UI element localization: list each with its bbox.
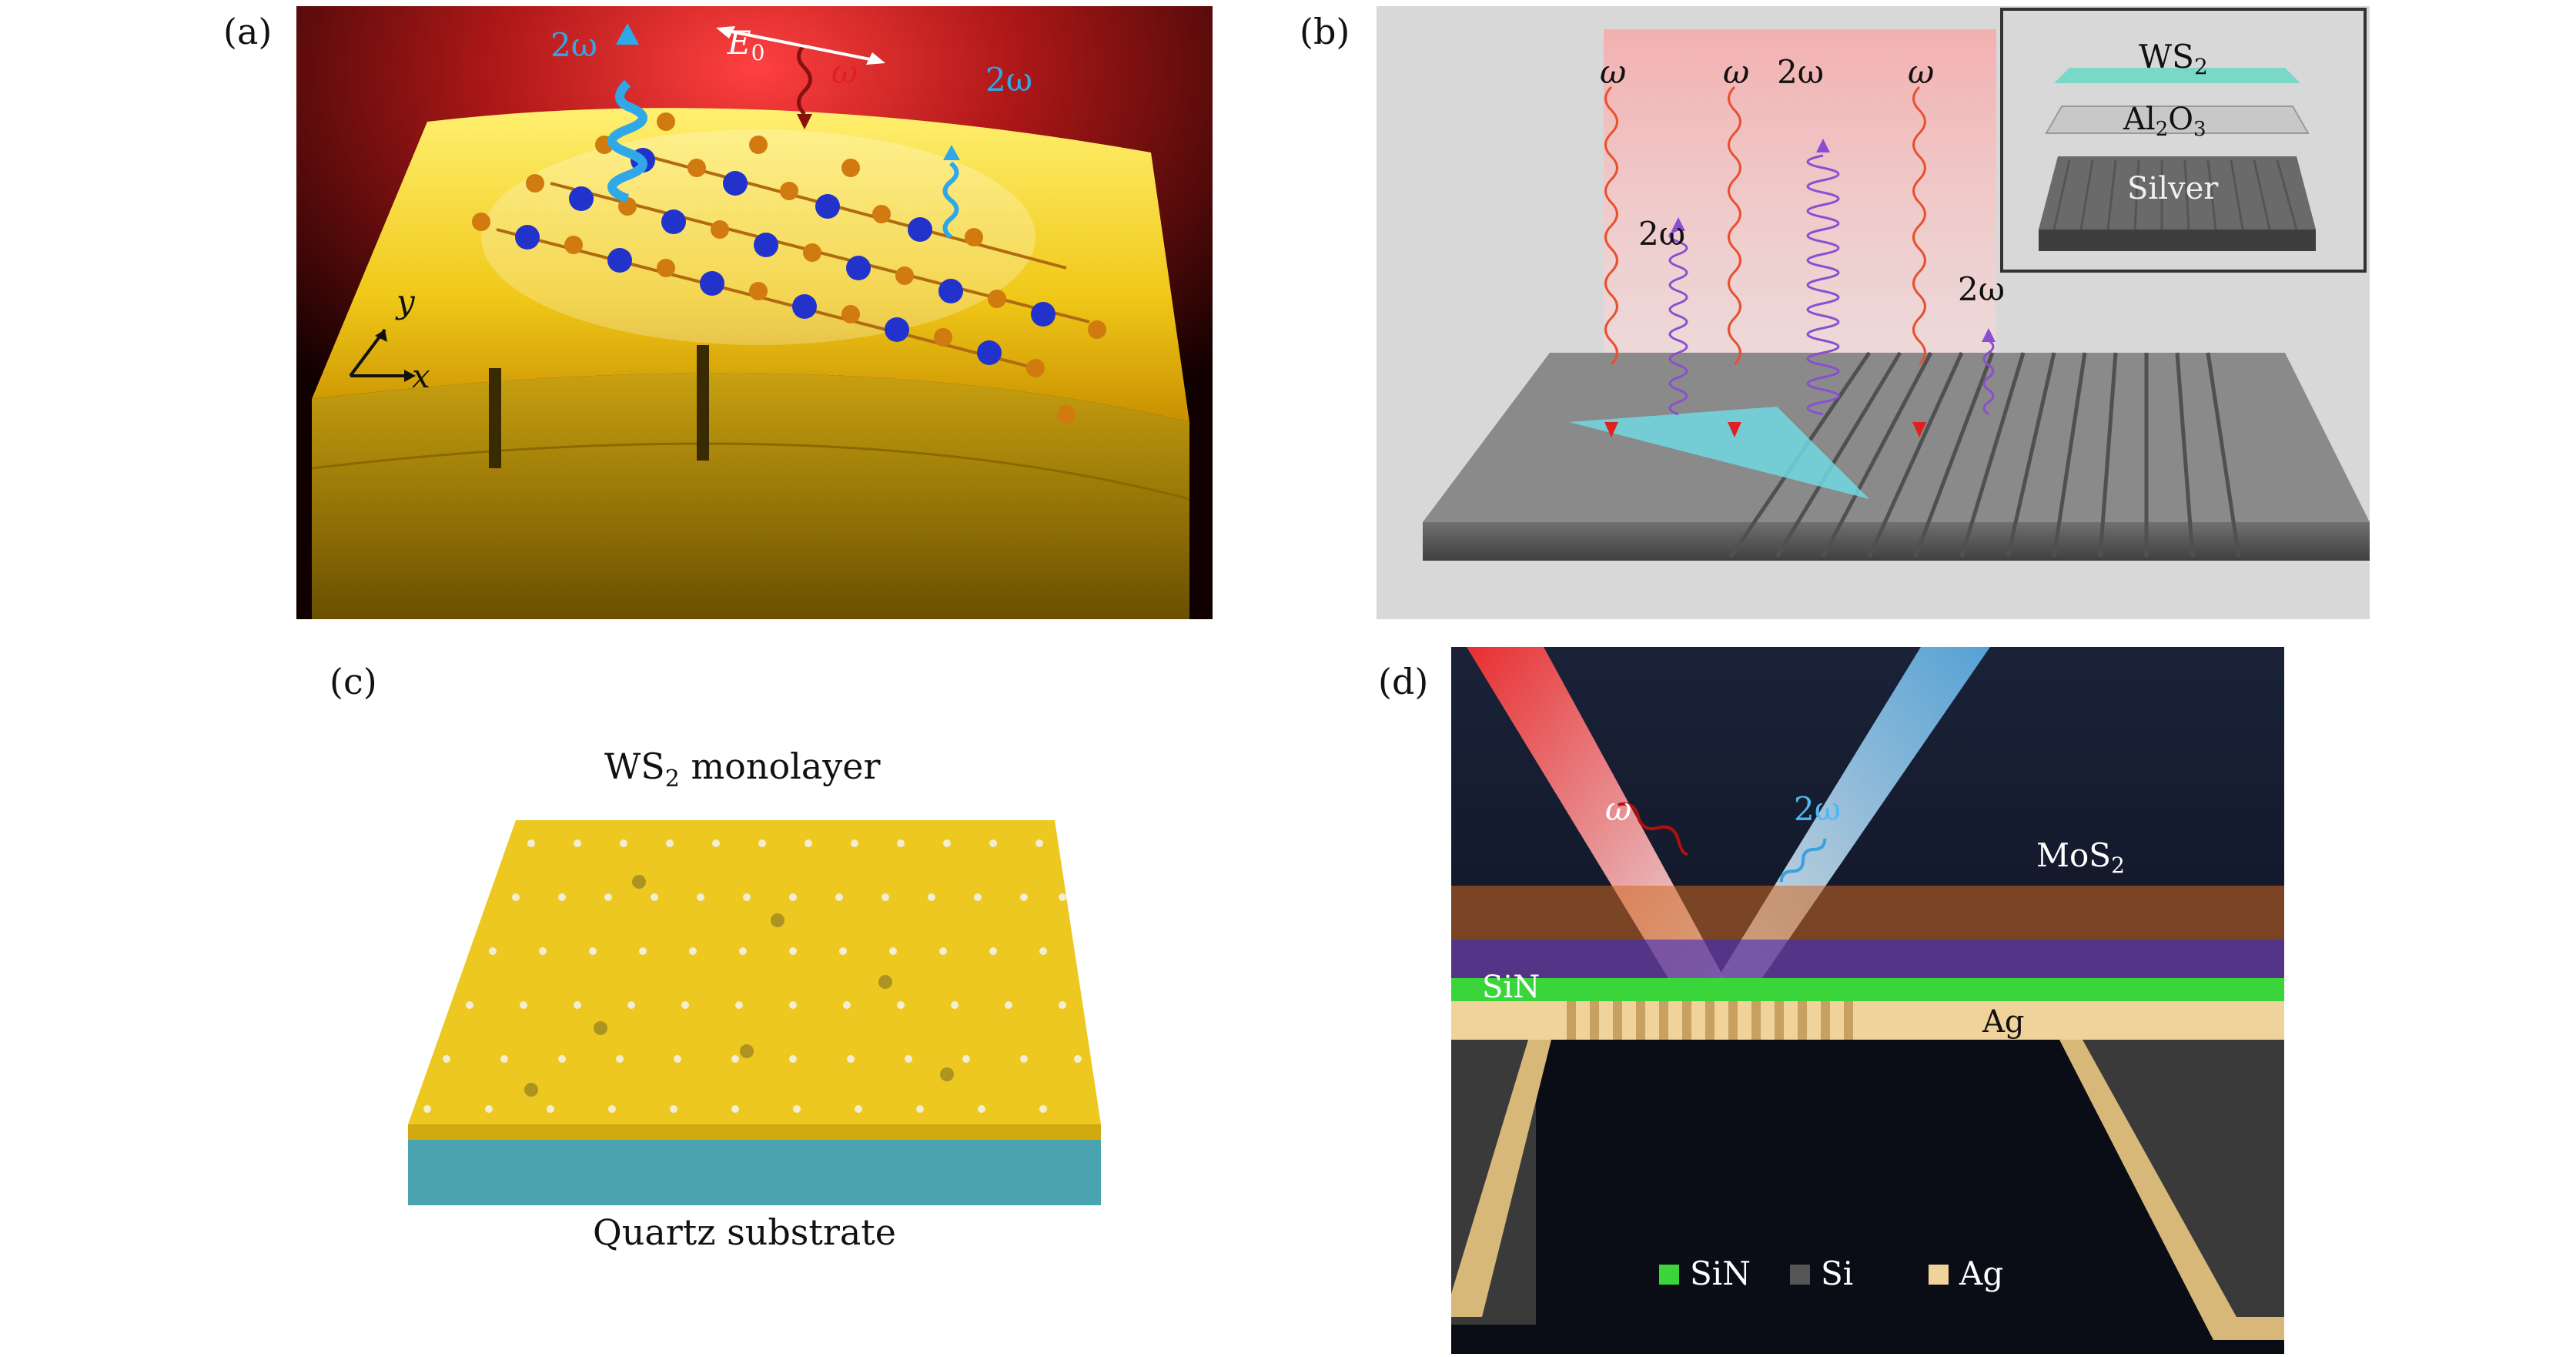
ws2-flake (1569, 407, 1869, 499)
panel-label-b: (b) (1300, 11, 1350, 52)
sin-label: SiN (1482, 970, 1540, 1005)
omega-wave (1618, 802, 1688, 856)
omega-label: ω (1605, 790, 1631, 828)
panel-d-illustration: ω 2ω MoS2 SiN Ag SiN Si Ag (1451, 647, 2284, 1354)
omega-label: ω (1723, 53, 1749, 91)
panel-a-illustration: y x E0 ω 2ω 2ω (296, 6, 1213, 619)
panel-c-illustration (408, 797, 1116, 1213)
sh-label: 2ω (1794, 790, 1841, 828)
purple-wave (1982, 339, 1995, 416)
legend-swatch-si (1790, 1265, 1810, 1285)
sh-wave-left (607, 79, 647, 203)
mos2-label: MoS2 (2036, 836, 2125, 878)
silver-slab-top (1423, 353, 2370, 522)
inset-silver-label: Silver (2127, 171, 2219, 206)
panel-b-illustration: ω ω 2ω ω 2ω 2ω WS2 Al2O3 Silver (1377, 6, 2370, 619)
panel-label-c: (c) (330, 661, 377, 702)
red-wave (1728, 85, 1741, 366)
gold-plate-side (312, 373, 1189, 619)
legend-swatch-ag (1929, 1265, 1949, 1285)
field-label: E0 (727, 24, 765, 65)
slit (489, 368, 501, 468)
omega-label: ω (831, 53, 858, 91)
legend-swatch-sin (1659, 1265, 1679, 1285)
incident-wave (797, 43, 812, 116)
quartz-substrate-label: Quartz substrate (593, 1211, 896, 1253)
grating (1728, 351, 2241, 558)
inset-al2o3-label: Al2O3 (2123, 102, 2206, 141)
sin-layer (1451, 978, 2284, 1001)
sh-label-left: 2ω (550, 26, 597, 64)
axis-y-label: y (395, 283, 416, 320)
atom-grid (423, 839, 1082, 1113)
axis-x-label: x (412, 357, 430, 395)
sh-label: 2ω (1638, 215, 1685, 253)
ag-label: Ag (1982, 1004, 2025, 1040)
inset-ws2-label: WS2 (2139, 38, 2208, 79)
purple-wave (1668, 228, 1688, 416)
omega-label: ω (1908, 53, 1934, 91)
polarization-arrow (719, 28, 882, 63)
layer-stack-inset (2000, 8, 2367, 273)
ws2-monolayer-title: WS2 monolayer (604, 746, 881, 793)
legend-label-si: Si (1821, 1255, 1853, 1292)
sh-label-right: 2ω (985, 61, 1032, 99)
red-wave (1604, 85, 1618, 366)
purple-wave (1806, 154, 1840, 416)
ws2-top-surface (408, 820, 1101, 1124)
legend-label-ag: Ag (1959, 1255, 2003, 1292)
sh-label: 2ω (1958, 270, 2005, 308)
ws2-lattice (472, 112, 1106, 424)
panel-label-a: (a) (223, 11, 273, 52)
silver-slab-side (1423, 522, 2370, 561)
sh-wave (1779, 838, 1827, 883)
mos2-lattice (1451, 886, 2284, 978)
red-wave (1912, 85, 1926, 366)
legend: SiN Si Ag (1659, 1255, 2003, 1292)
ag-layer (1451, 1001, 2284, 1040)
legend-label-sin: SiN (1690, 1255, 1751, 1292)
panel-label-d: (d) (1378, 661, 1429, 702)
omega-label: ω (1600, 53, 1626, 91)
slit (697, 345, 709, 461)
sh-label: 2ω (1777, 53, 1824, 91)
quartz-substrate-layer (408, 1140, 1101, 1205)
sh-wave-right (942, 161, 959, 240)
